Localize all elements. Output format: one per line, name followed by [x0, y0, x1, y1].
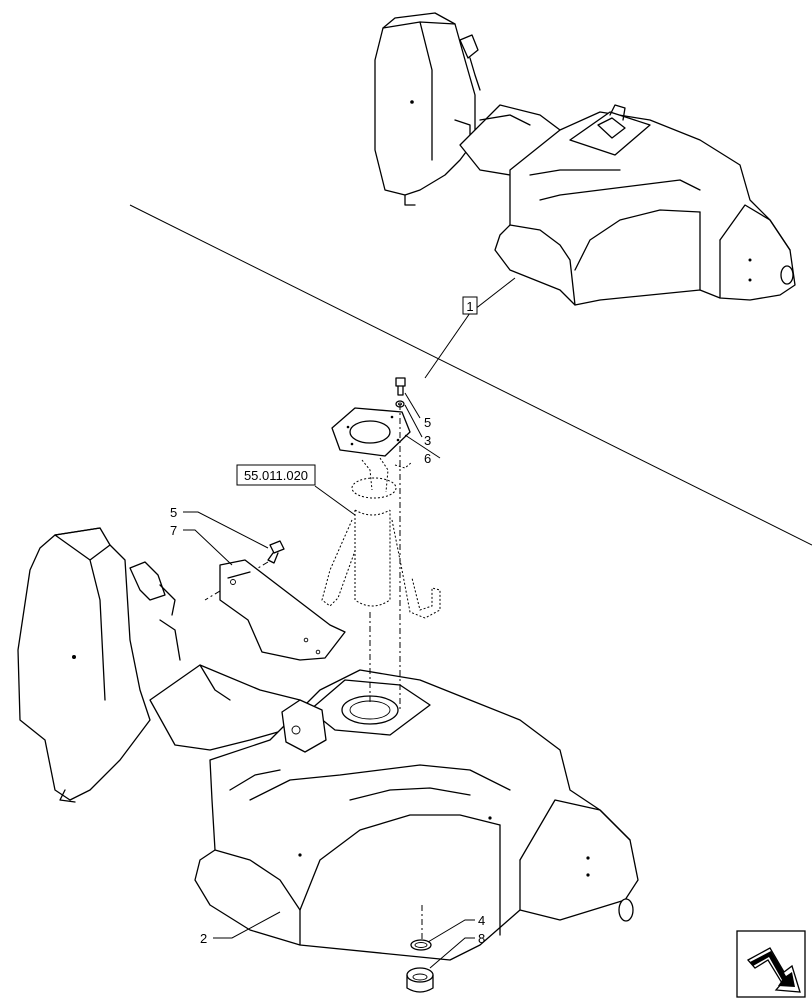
bolt-upper	[395, 377, 406, 408]
bolt-lower	[267, 540, 285, 564]
callout-1-label: 1	[466, 299, 473, 314]
section-divider-line	[129, 204, 812, 546]
callout-5-upper-leader	[404, 392, 421, 419]
callout-6-label: 6	[424, 451, 431, 466]
tank-assembly-overview	[374, 12, 796, 306]
tank-assembly-exploded	[17, 527, 639, 961]
callout-8-label: 8	[478, 931, 485, 946]
next-page-arrow-icon[interactable]	[736, 930, 806, 998]
reference-box-leader	[314, 485, 356, 516]
callout-1-leader	[424, 277, 516, 379]
callout-5-lower-leader	[183, 511, 269, 549]
callout-2-leader	[213, 911, 281, 939]
callout-3-leader	[404, 404, 423, 438]
callout-1-box	[462, 296, 478, 315]
callout-5-upper-label: 5	[424, 415, 431, 430]
callout-7-label: 7	[170, 523, 177, 538]
callout-6-leader	[404, 434, 441, 459]
reference-box	[236, 464, 316, 486]
gasket-plate	[331, 407, 411, 457]
reference-box-label: 55.011.020	[244, 468, 308, 483]
callout-2-label: 2	[200, 931, 207, 946]
callout-4-label: 4	[478, 913, 485, 928]
mounting-bracket	[219, 559, 346, 661]
callout-5-lower-label: 5	[170, 505, 177, 520]
callout-8-leader	[429, 937, 475, 969]
callout-4-leader	[427, 919, 475, 943]
o-ring	[410, 939, 432, 951]
callout-7-leader	[183, 529, 233, 566]
fuel-sender-unit	[321, 457, 441, 619]
bolt-lower-axis	[204, 561, 269, 601]
callout-3-label: 3	[424, 433, 431, 448]
drain-plug	[406, 967, 434, 993]
